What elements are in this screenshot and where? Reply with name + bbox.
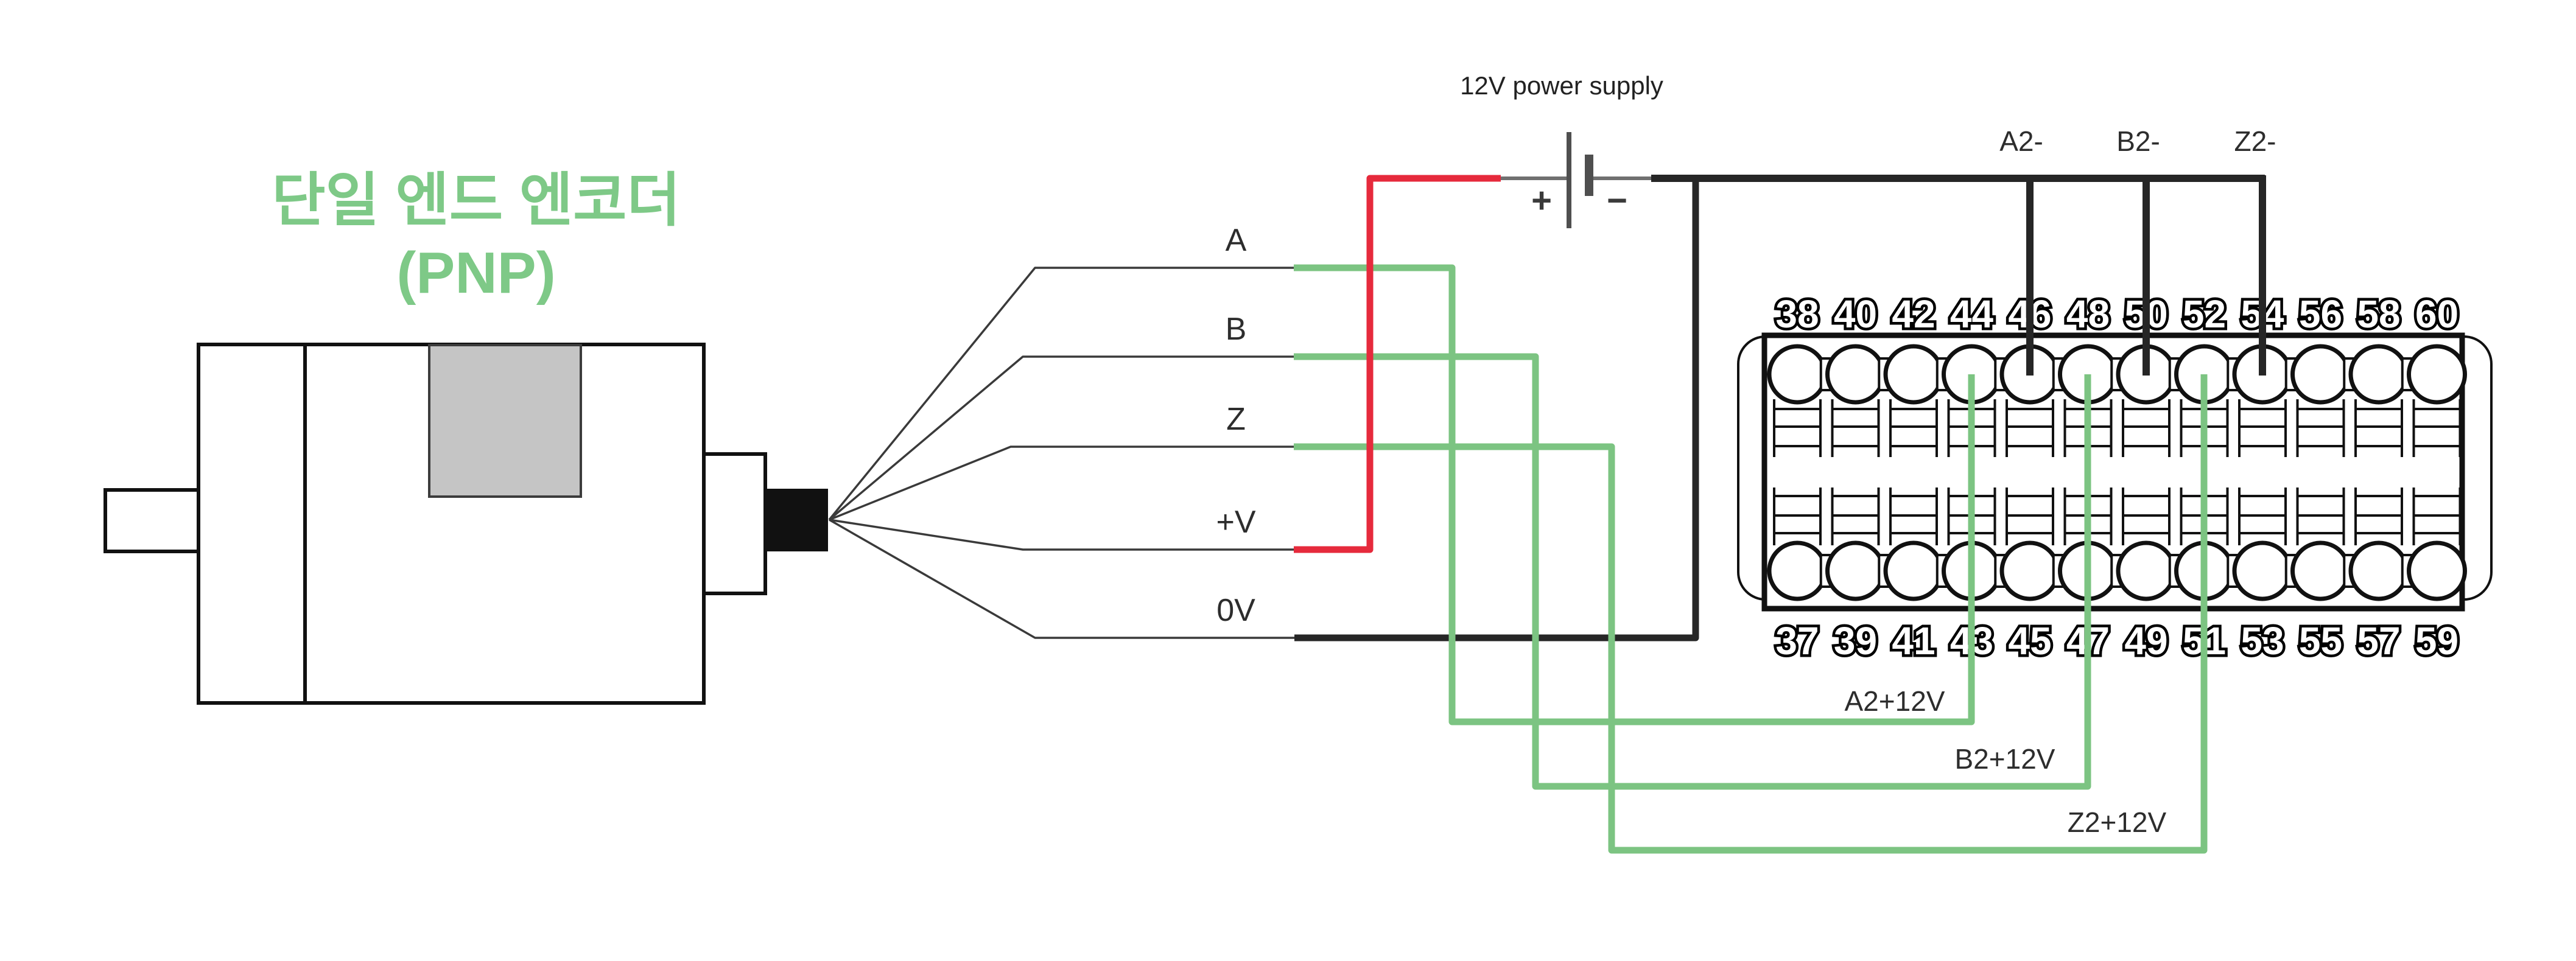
- green-wires: [1294, 264, 2208, 854]
- terminal-clamp-bottom: [2122, 487, 2171, 545]
- label-signal-b: B: [1226, 312, 1247, 347]
- label-signal-a: A: [1226, 223, 1247, 258]
- plc-input-labels: A2- B2- Z2- A2+12V B2+12V Z2+12V: [1845, 125, 2276, 838]
- wire-z-lead: [829, 446, 1294, 521]
- terminal-contact-bottom: [2116, 540, 2177, 601]
- black-wires: [1294, 175, 2266, 641]
- terminal-contact-bottom: [1883, 540, 1944, 601]
- terminal-clamp-bottom: [2006, 487, 2054, 545]
- title-line-1: 단일 엔드 엔코더: [272, 168, 681, 233]
- wire-vplus-lead: [829, 519, 1294, 551]
- wire-b-green: [1294, 353, 2091, 790]
- terminal-clamp-top: [2238, 399, 2287, 457]
- terminal-contact-top: [1825, 344, 1886, 405]
- terminal-clamp-top: [2006, 399, 2054, 457]
- wire-z-green: [1294, 374, 2208, 854]
- title: 단일 엔드 엔코더 (PNP): [272, 168, 681, 306]
- terminal-number-top: 38: [1775, 292, 1819, 336]
- label-a2-minus: A2-: [1999, 125, 2043, 157]
- terminal-number-bottom: 57: [2357, 619, 2400, 663]
- wire-0v-black: [1294, 178, 1699, 641]
- terminal-number-top: 44: [1950, 292, 1994, 336]
- motor-shaft: [104, 488, 200, 553]
- encoder-flange: [702, 452, 767, 595]
- terminal-contact-bottom: [1999, 540, 2060, 601]
- terminal-contact-bottom: [2290, 540, 2351, 601]
- motor-gray-block: [428, 344, 582, 498]
- wire-vplus-red: [1294, 175, 1501, 553]
- terminal-clamp-top: [1831, 399, 1880, 457]
- terminal-contact-top: [1883, 344, 1944, 405]
- terminal-contact-top: [2290, 344, 2351, 405]
- label-b2-plus12v: B2+12V: [1955, 743, 2055, 775]
- terminal-number-bottom: 53: [2241, 619, 2284, 663]
- terminal-block: 3837403942414443464548475049525154535655…: [1737, 290, 2493, 666]
- terminal-number-bottom: 39: [1834, 619, 1877, 663]
- terminal-number-bottom: 41: [1892, 619, 1935, 663]
- label-signal-vzero: 0V: [1216, 593, 1255, 628]
- terminal-number-top: 60: [2415, 292, 2458, 336]
- terminal-clamp-top: [2354, 399, 2403, 457]
- power-supply: 12V power supply + −: [1460, 71, 1663, 228]
- terminal-number-bottom: 55: [2299, 619, 2342, 663]
- terminal-contact-top: [2348, 344, 2409, 405]
- terminal-contact-top: [1767, 344, 1828, 405]
- terminal-contact-bottom: [1767, 540, 1828, 601]
- cable-connector-icon: [764, 489, 828, 551]
- wire-b-lead: [828, 355, 1294, 521]
- terminal-number-bottom: 49: [2124, 619, 2167, 663]
- motor-encoder: [104, 343, 828, 705]
- terminal-number-top: 48: [2066, 292, 2110, 336]
- terminal-contact-top: [2407, 344, 2467, 405]
- battery-plate-short-icon: [1585, 155, 1593, 196]
- terminal-clamp-bottom: [2412, 487, 2462, 545]
- label-b2-minus: B2-: [2116, 125, 2160, 157]
- terminal-number-top: 52: [2183, 292, 2226, 336]
- terminal-number-top: 58: [2357, 292, 2400, 336]
- terminal-clamp-bottom: [1831, 487, 1880, 545]
- wire-vzero-lead: [829, 519, 1294, 639]
- label-signal-z: Z: [1226, 402, 1246, 437]
- terminal-number-bottom: 59: [2415, 619, 2458, 663]
- power-supply-label: 12V power supply: [1460, 71, 1663, 100]
- label-signal-vplus: +V: [1216, 505, 1255, 540]
- terminal-clamp-top: [2122, 399, 2171, 457]
- label-z2-plus12v: Z2+12V: [2068, 806, 2167, 838]
- battery-plus-sign: +: [1531, 181, 1552, 220]
- cable-fanout: [828, 267, 1294, 639]
- battery-minus-sign: −: [1607, 181, 1627, 220]
- terminal-number-top: 56: [2299, 292, 2342, 336]
- wire-a-lead: [828, 267, 1294, 521]
- terminal-clamp-top: [1773, 399, 1822, 457]
- terminal-number-bottom: 37: [1775, 619, 1819, 663]
- terminal-clamp-bottom: [2296, 487, 2345, 545]
- signal-labels: A B Z +V 0V: [1216, 223, 1255, 628]
- terminal-clamp-bottom: [1889, 487, 1938, 545]
- terminal-number-top: 42: [1892, 292, 1935, 336]
- terminal-clamp-bottom: [2238, 487, 2287, 545]
- terminal-number-bottom: 45: [2008, 619, 2051, 663]
- label-z2-minus: Z2-: [2234, 125, 2276, 157]
- terminal-clamp-top: [2412, 399, 2462, 457]
- terminal-contact-bottom: [2232, 540, 2293, 601]
- terminal-contact-bottom: [2407, 540, 2467, 601]
- wire-a-green: [1294, 264, 1975, 725]
- terminal-clamp-bottom: [2354, 487, 2403, 545]
- terminal-clamp-bottom: [1773, 487, 1822, 545]
- terminal-clamp-top: [1889, 399, 1938, 457]
- label-a2-plus12v: A2+12V: [1845, 685, 1945, 717]
- terminal-clamp-top: [2296, 399, 2345, 457]
- terminal-contact-bottom: [2348, 540, 2409, 601]
- title-line-2: (PNP): [396, 240, 555, 306]
- terminal-number-top: 40: [1834, 292, 1877, 336]
- terminal-contact-bottom: [1825, 540, 1886, 601]
